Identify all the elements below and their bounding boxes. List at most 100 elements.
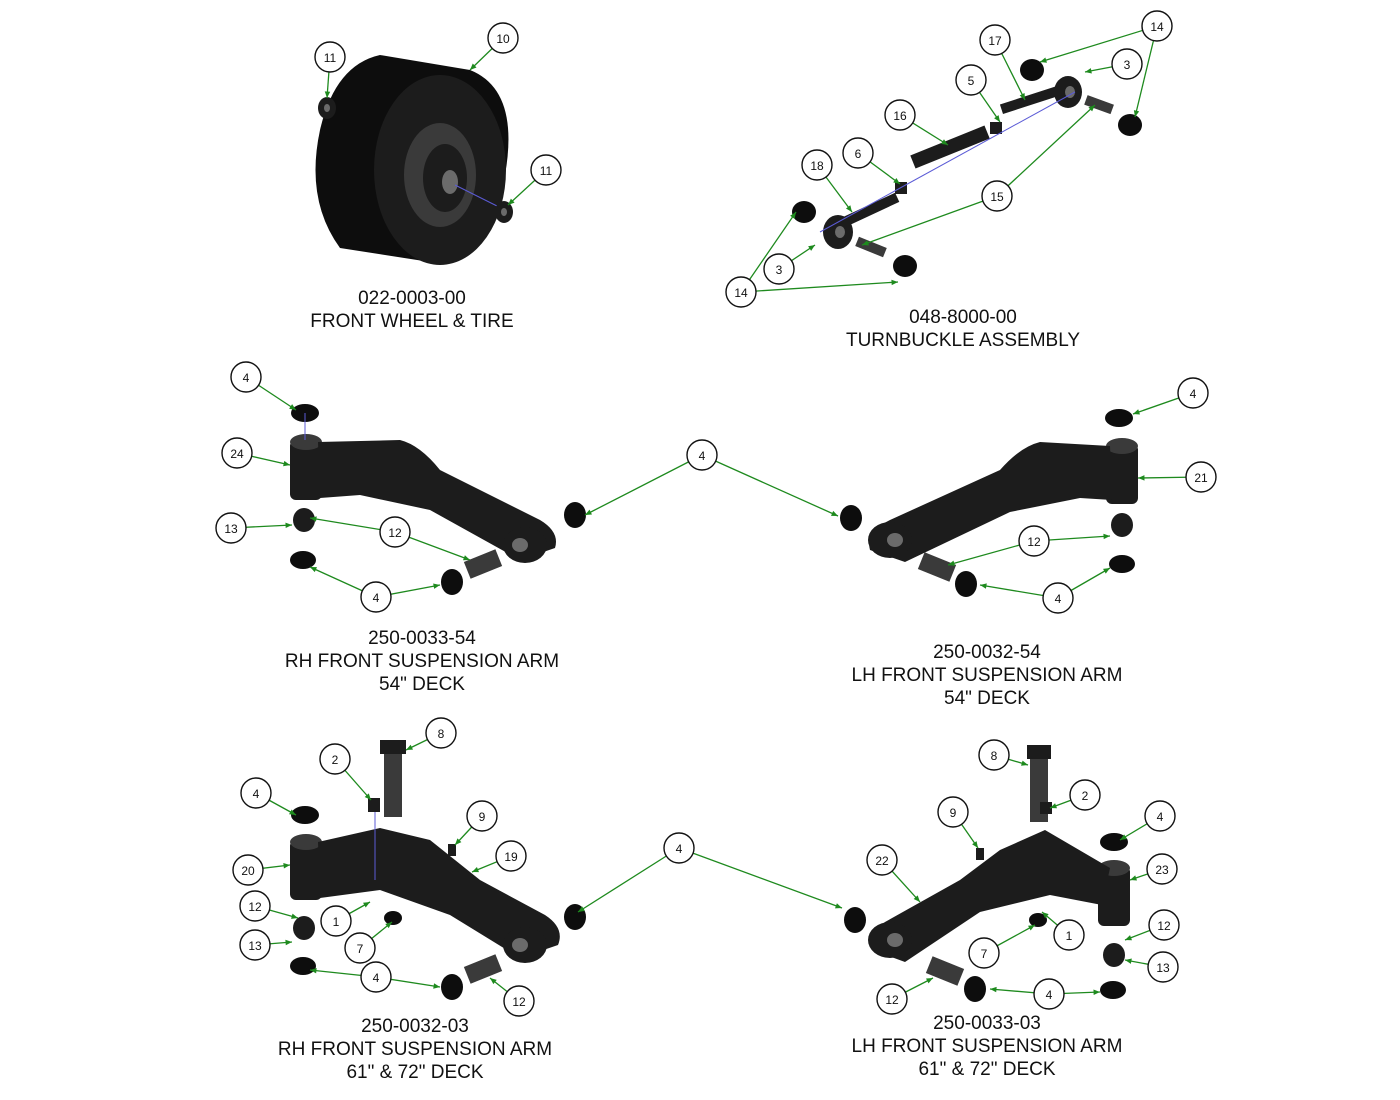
leader-arrowhead bbox=[1085, 68, 1092, 74]
callout-number: 5 bbox=[968, 74, 975, 88]
leader-arrowhead bbox=[1130, 875, 1137, 881]
leader-arrowhead bbox=[1103, 533, 1110, 540]
callout-number: 8 bbox=[438, 727, 445, 741]
callout-number: 4 bbox=[1190, 387, 1197, 401]
callout-circle bbox=[230, 361, 262, 393]
turnbuckle-drawing bbox=[792, 59, 1142, 277]
part-name: TURNBUCKLE ASSEMBLY bbox=[845, 330, 1081, 351]
leader-line bbox=[678, 847, 843, 909]
callout-circle bbox=[663, 832, 695, 864]
leader-arrowhead bbox=[1133, 110, 1140, 117]
callout-number: 3 bbox=[1124, 58, 1131, 72]
callout-circle bbox=[1111, 48, 1143, 80]
leader-arrowhead bbox=[948, 560, 955, 566]
leader-arrowhead bbox=[1133, 409, 1140, 415]
leader-arrowhead bbox=[1125, 958, 1132, 964]
callout-4: 4 bbox=[663, 832, 695, 864]
leader-arrowhead bbox=[831, 510, 838, 516]
caption-rh-arm-61-72: 250-0032-03 RH FRONT SUSPENSION ARM 61" … bbox=[278, 1015, 552, 1084]
leader-arrowhead bbox=[310, 516, 317, 522]
caption-wheel-tire: 022-0003-00 FRONT WHEEL & TIRE bbox=[310, 287, 513, 333]
callout-11: 11 bbox=[530, 154, 562, 186]
callout-circle bbox=[1148, 909, 1180, 941]
callout-number: 13 bbox=[248, 939, 262, 953]
callout-number: 9 bbox=[950, 806, 957, 820]
deck-size: 54" DECK bbox=[944, 688, 1030, 709]
callout-1: 1 bbox=[1053, 919, 1085, 951]
leader-arrowhead bbox=[1120, 834, 1127, 840]
callout-circle bbox=[1185, 461, 1217, 493]
callout-15: 15 bbox=[981, 180, 1013, 212]
callout-circle bbox=[1069, 779, 1101, 811]
callout-circle bbox=[1146, 853, 1178, 885]
leader-arrowhead bbox=[994, 115, 1000, 122]
wheel-tire-drawing bbox=[315, 55, 513, 265]
callout-number: 3 bbox=[776, 263, 783, 277]
callout-8: 8 bbox=[978, 739, 1010, 771]
callout-12: 12 bbox=[239, 890, 271, 922]
callout-number: 24 bbox=[230, 447, 244, 461]
leader-arrowhead bbox=[1125, 935, 1132, 941]
callout-19: 19 bbox=[495, 840, 527, 872]
callout-number: 12 bbox=[885, 993, 899, 1007]
part-number: 048-8000-00 bbox=[909, 307, 1017, 328]
leader-arrowhead bbox=[289, 809, 296, 815]
leader-arrowhead bbox=[862, 240, 869, 246]
leader-line bbox=[740, 211, 797, 293]
leader-arrowhead bbox=[433, 583, 440, 589]
leader-line bbox=[740, 281, 899, 293]
callout-circle bbox=[379, 516, 411, 548]
callout-circle bbox=[968, 937, 1000, 969]
callout-number: 7 bbox=[981, 947, 988, 961]
leader-line bbox=[584, 454, 703, 516]
callout-13: 13 bbox=[1147, 951, 1179, 983]
callout-circle bbox=[1033, 978, 1065, 1010]
leader-arrowhead bbox=[363, 902, 370, 908]
callout-2: 2 bbox=[1069, 779, 1101, 811]
leader-arrowhead bbox=[455, 838, 462, 845]
leader-arrowhead bbox=[1019, 93, 1025, 100]
callout-number: 12 bbox=[1027, 535, 1041, 549]
callout-number: 23 bbox=[1155, 863, 1169, 877]
callout-circle bbox=[503, 985, 535, 1017]
callout-number: 11 bbox=[324, 51, 337, 65]
callout-12: 12 bbox=[876, 983, 908, 1015]
callout-circle bbox=[1177, 377, 1209, 409]
callout-number: 12 bbox=[1157, 919, 1171, 933]
callout-circle bbox=[319, 743, 351, 775]
callout-circle bbox=[1147, 951, 1179, 983]
rh-arm-61-72-drawing bbox=[290, 740, 586, 1000]
leader-arrowhead bbox=[913, 895, 920, 902]
callout-circle bbox=[360, 961, 392, 993]
callout-24: 24 bbox=[221, 437, 253, 469]
callout-4: 4 bbox=[1177, 377, 1209, 409]
part-number: 250-0033-03 bbox=[933, 1013, 1041, 1034]
leader-arrowhead bbox=[364, 793, 371, 800]
callout-circle bbox=[763, 253, 795, 285]
rh-arm-54-drawing bbox=[290, 404, 586, 595]
callout-4: 4 bbox=[360, 581, 392, 613]
callout-number: 14 bbox=[734, 286, 748, 300]
callout-8: 8 bbox=[425, 717, 457, 749]
callout-circle bbox=[866, 844, 898, 876]
callout-12: 12 bbox=[1148, 909, 1180, 941]
leader-arrowhead bbox=[1103, 568, 1110, 574]
callout-17: 17 bbox=[979, 24, 1011, 56]
callout-number: 12 bbox=[248, 900, 262, 914]
deck-size: 61" & 72" DECK bbox=[346, 1062, 484, 1083]
callout-14: 14 bbox=[725, 276, 757, 308]
callout-number: 18 bbox=[810, 159, 824, 173]
leader-arrowhead bbox=[463, 555, 470, 561]
caption-lh-arm-61-72: 250-0033-03 LH FRONT SUSPENSION ARM 61" … bbox=[852, 1012, 1123, 1081]
callout-circle bbox=[425, 717, 457, 749]
lh-arm-61-72-drawing bbox=[844, 745, 1130, 1002]
callout-circle bbox=[1042, 582, 1074, 614]
callout-circle bbox=[215, 512, 247, 544]
callout-number: 4 bbox=[1157, 810, 1164, 824]
leader-arrowhead bbox=[310, 567, 317, 573]
callout-circle bbox=[466, 800, 498, 832]
callout-circle bbox=[981, 180, 1013, 212]
callout-11: 11 bbox=[314, 41, 346, 73]
callout-number: 13 bbox=[224, 522, 238, 536]
leader-arrowhead bbox=[891, 279, 898, 286]
